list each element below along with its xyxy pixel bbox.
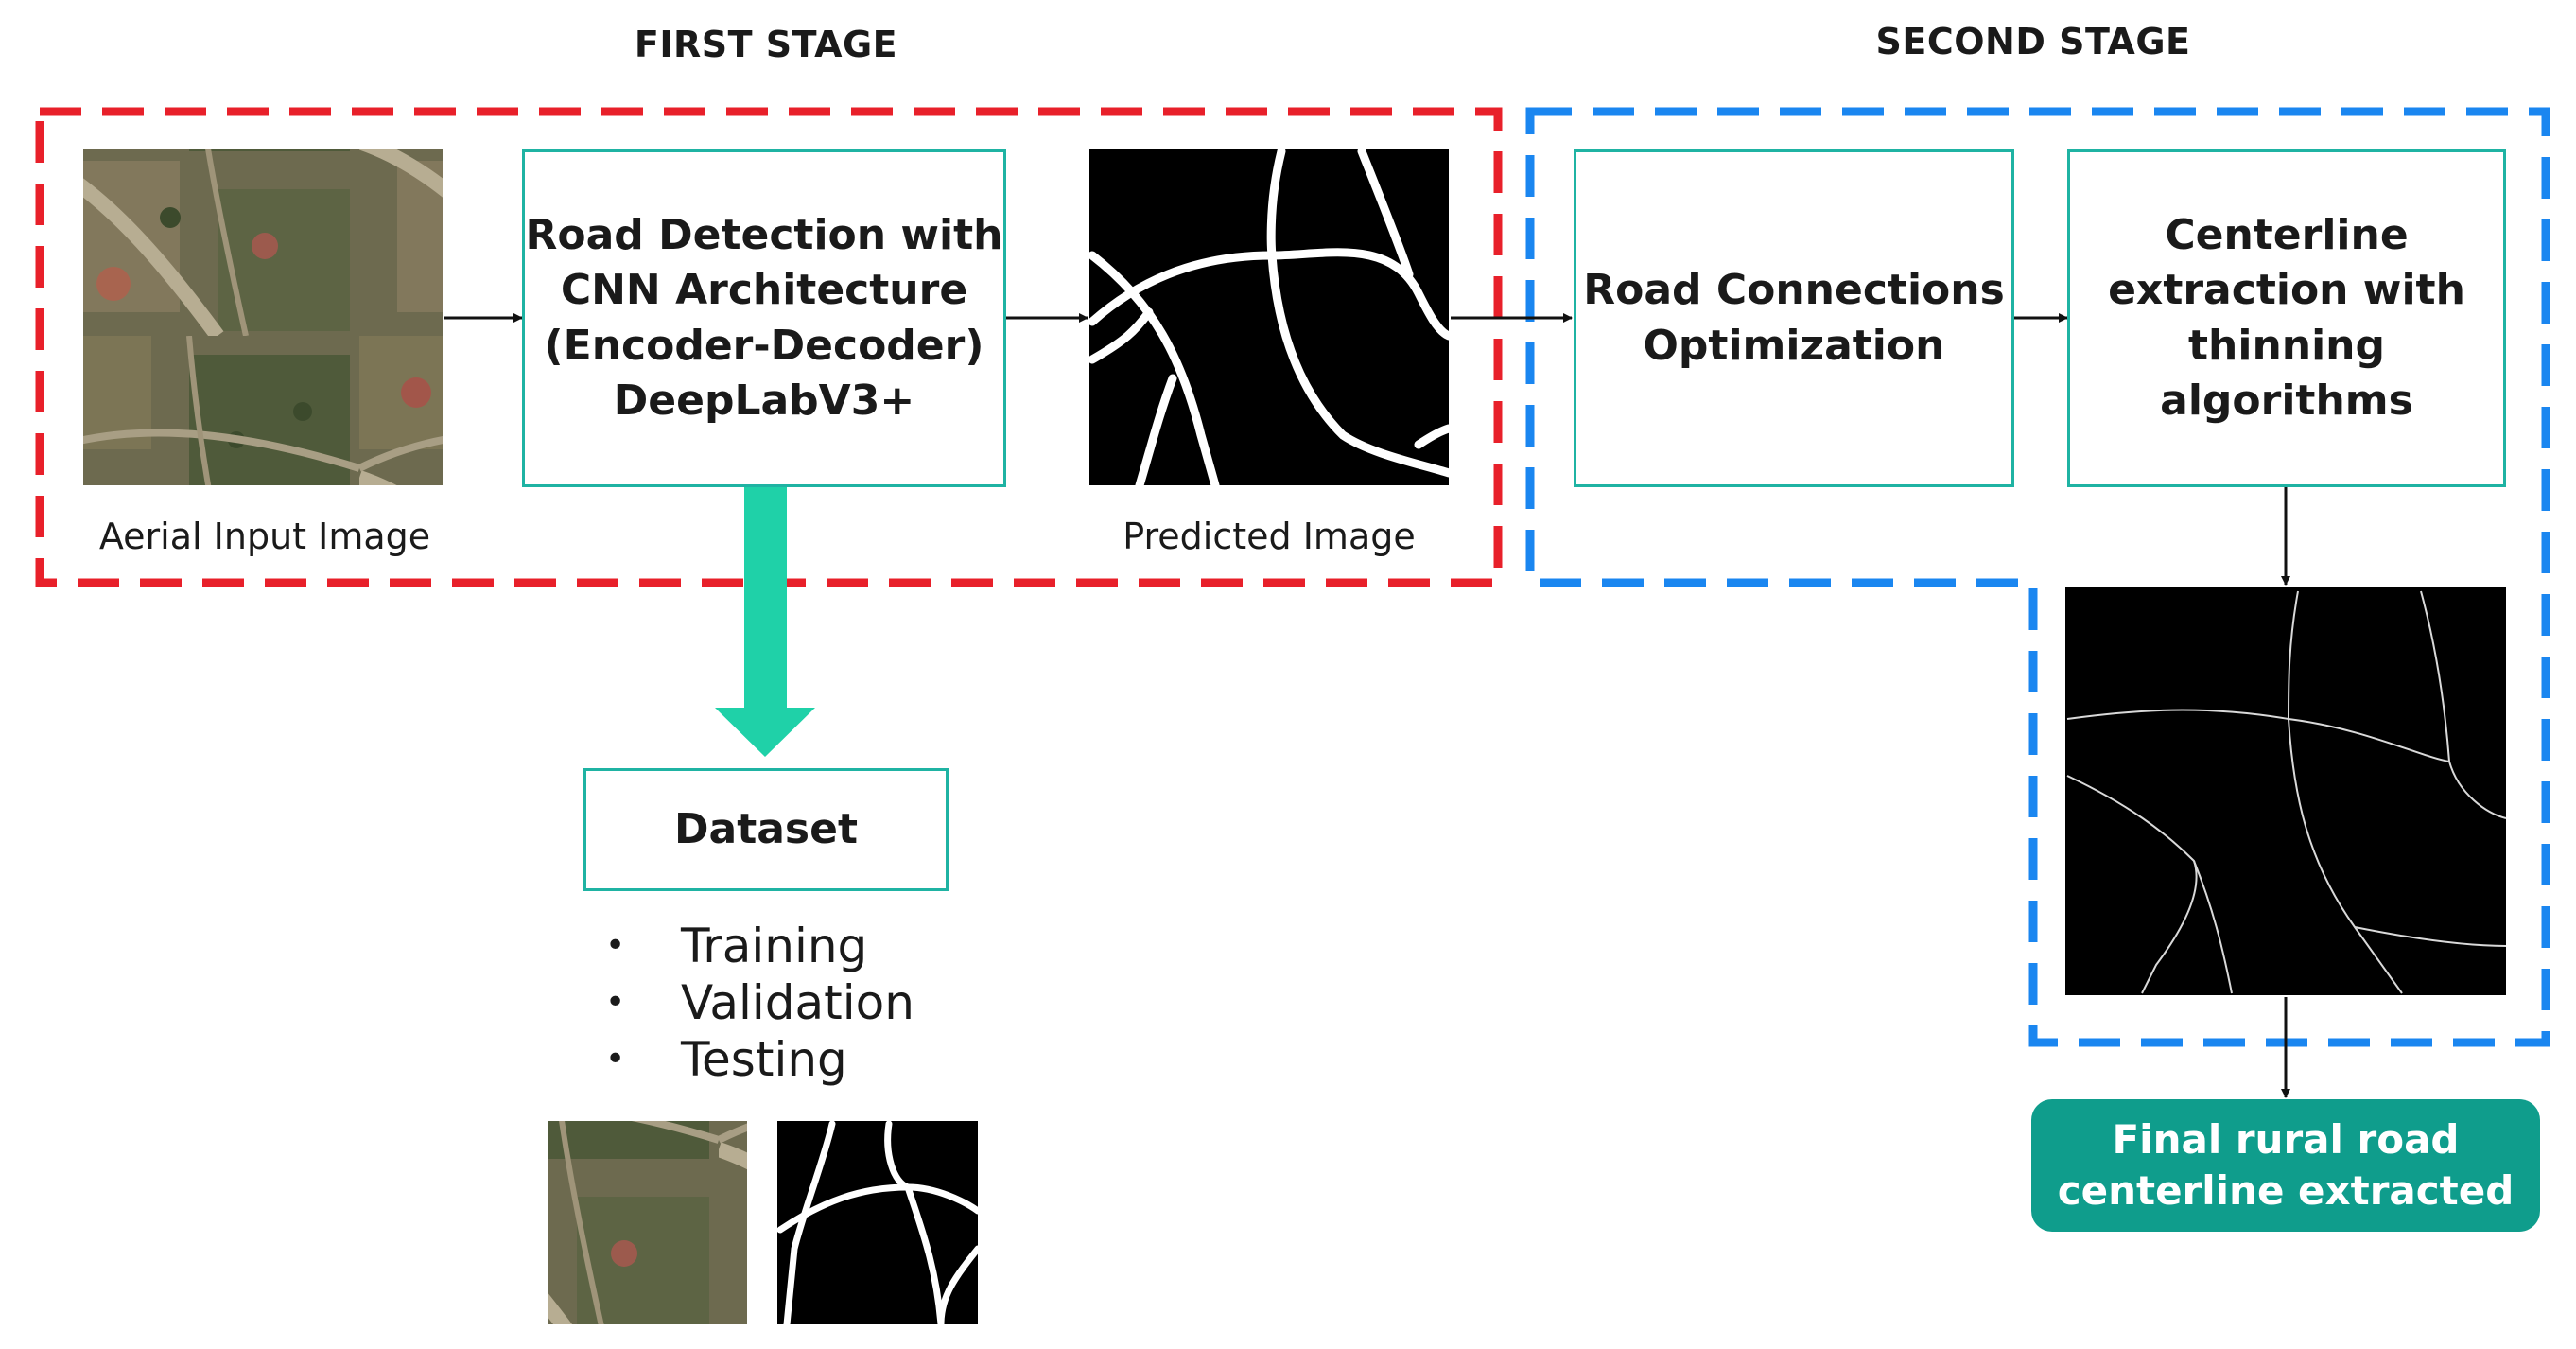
dataset-split-list: • Training • Validation • Testing bbox=[605, 918, 1002, 1088]
second-stage-region bbox=[1525, 107, 2550, 1047]
bullet-icon: • bbox=[605, 983, 626, 1022]
centerline-image bbox=[2065, 587, 2507, 995]
road-detection-box: Road Detection with CNN Architecture (En… bbox=[522, 149, 1006, 487]
dataset-box: Dataset bbox=[583, 768, 949, 891]
final-output-box: Final rural road centerline extracted bbox=[2031, 1099, 2540, 1232]
road-connections-label: Road Connections Optimization bbox=[1583, 266, 2005, 370]
dataset-arrow bbox=[715, 487, 815, 757]
bullet-icon: • bbox=[605, 1040, 626, 1078]
first-stage-title: FIRST STAGE bbox=[634, 24, 898, 65]
road-connections-box: Road Connections Optimization bbox=[1574, 149, 2014, 487]
predicted-image-caption: Predicted Image bbox=[1123, 516, 1416, 557]
list-item: • Validation bbox=[605, 974, 1002, 1031]
list-item: • Training bbox=[605, 918, 1002, 974]
aerial-input-caption: Aerial Input Image bbox=[98, 516, 431, 557]
bullet-icon: • bbox=[605, 926, 626, 965]
centerline-extraction-box: Centerline extraction with thinning algo… bbox=[2067, 149, 2506, 487]
predicted-image bbox=[1088, 147, 1453, 490]
aerial-input-image bbox=[83, 149, 443, 485]
list-item-label: Validation bbox=[681, 975, 914, 1030]
dataset-aerial-thumbnail bbox=[548, 1121, 747, 1324]
list-item-label: Testing bbox=[681, 1032, 847, 1087]
list-item: • Testing bbox=[605, 1031, 1002, 1088]
road-detection-label: Road Detection with CNN Architecture (En… bbox=[525, 211, 1003, 425]
list-item-label: Training bbox=[681, 919, 868, 973]
final-output-label: Final rural road centerline extracted bbox=[2057, 1116, 2515, 1214]
centerline-extraction-label: Centerline extraction with thinning algo… bbox=[2108, 211, 2465, 425]
dataset-label: Dataset bbox=[673, 804, 858, 853]
dataset-mask-thumbnail bbox=[776, 1120, 982, 1328]
second-stage-title: SECOND STAGE bbox=[1875, 21, 2191, 62]
